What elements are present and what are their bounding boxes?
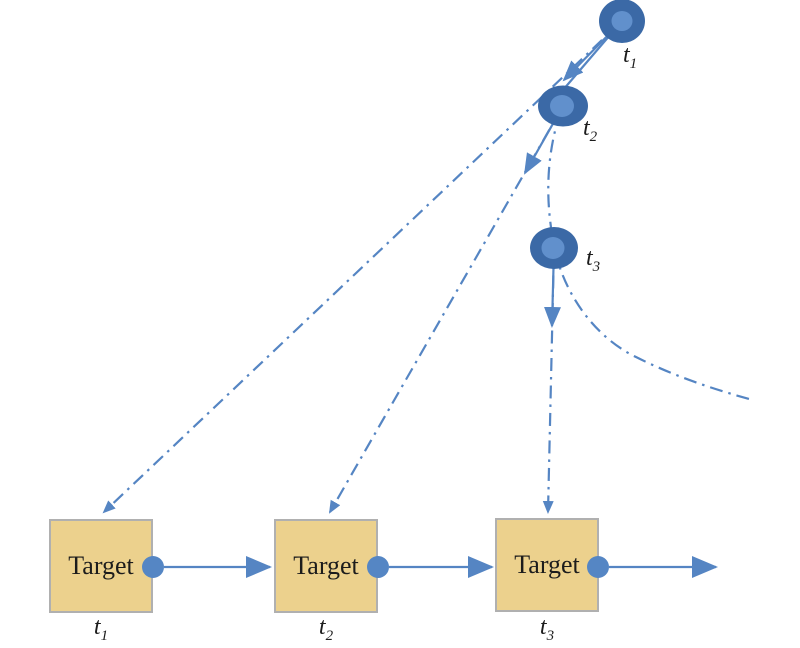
target-box-1-connector-dot	[142, 556, 164, 578]
pursuer-node-t2-inner	[550, 95, 574, 117]
node-time-2-sub: 2	[589, 128, 598, 145]
target-box-1-label: Target	[68, 551, 134, 580]
node-time-label-3: t3	[586, 245, 601, 275]
los-line-t3	[542, 247, 556, 514]
pursuer-node-t3-inner	[541, 237, 565, 259]
node-time-2-base: t	[583, 115, 590, 141]
box-time-1-base: t	[93, 614, 101, 640]
box-time-3-base: t	[539, 614, 547, 640]
trajectory-curve	[547, 112, 754, 402]
box-time-1-sub: 1	[100, 627, 109, 644]
box-time-label-2: t2	[304, 614, 348, 644]
target-box-1: Target	[49, 519, 153, 613]
target-box-3-connector-dot	[587, 556, 609, 578]
node-time-3-sub: 3	[592, 258, 601, 275]
pursuer-node-t1-inner	[611, 11, 633, 31]
box-time-3-sub: 3	[546, 627, 555, 644]
target-box-2: Target	[274, 519, 378, 613]
box-time-2-base: t	[318, 614, 326, 640]
node-time-1-sub: 1	[629, 55, 638, 72]
node-time-label-1: t1	[623, 42, 638, 72]
target-box-2-connector-dot	[367, 556, 389, 578]
los-line-t1	[102, 20, 623, 514]
box-time-label-3: t3	[525, 614, 569, 644]
box-time-2-sub: 2	[325, 627, 334, 644]
target-box-3-label: Target	[514, 550, 580, 579]
node-time-label-2: t2	[583, 115, 598, 145]
node-time-3-base: t	[586, 245, 593, 271]
node-time-1-base: t	[623, 42, 630, 68]
target-box-2-label: Target	[293, 551, 359, 580]
los-line-t2	[329, 105, 564, 514]
box-time-label-1: t1	[79, 614, 123, 644]
